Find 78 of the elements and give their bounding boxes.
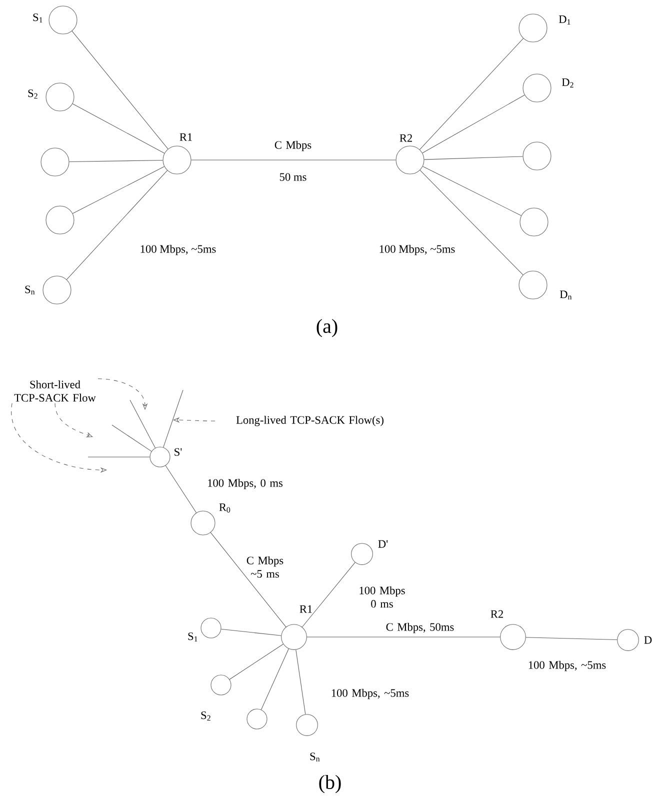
flow-label: Short-lived TCP-SACK Flow bbox=[14, 380, 96, 402]
link-line bbox=[72, 166, 165, 214]
node-circle bbox=[522, 74, 552, 102]
link-line bbox=[69, 160, 163, 162]
link-label: 100 Mbps, ~5ms bbox=[380, 244, 455, 256]
edge-label: 100 Mbps, 0 ms bbox=[208, 478, 283, 490]
node-circle bbox=[296, 714, 318, 736]
link-line bbox=[526, 637, 618, 640]
edge-label: 100 Mbps, ~5ms bbox=[528, 660, 606, 672]
edge-label: 100 Mbps 0 ms bbox=[360, 586, 405, 608]
node-circle bbox=[150, 446, 170, 468]
node-label: S' bbox=[174, 448, 182, 456]
node-label: S$_{n}$ bbox=[25, 286, 35, 294]
flow-label: Long-lived TCP-SACK Flow(s) bbox=[236, 416, 384, 426]
link-line bbox=[66, 170, 168, 280]
link-line bbox=[296, 650, 306, 714]
node-label: S$_{2}$ bbox=[28, 89, 38, 99]
node-label: D' bbox=[378, 540, 388, 548]
node-circle bbox=[46, 206, 74, 234]
link-line bbox=[72, 104, 165, 154]
flow-line bbox=[112, 424, 152, 452]
node-label: D bbox=[644, 636, 652, 644]
panel-label: (b) bbox=[319, 774, 341, 794]
node-circle bbox=[522, 142, 552, 170]
link-line bbox=[420, 170, 524, 276]
link-label: 50 ms bbox=[280, 173, 306, 181]
link-line bbox=[220, 628, 282, 636]
link-line bbox=[424, 156, 524, 160]
leader-line bbox=[98, 378, 148, 410]
link-line bbox=[165, 465, 197, 513]
edge-label: C Mbps ~5 ms bbox=[246, 556, 284, 578]
link-line bbox=[422, 166, 522, 216]
node-label: D$_{1}$ bbox=[558, 16, 570, 24]
node-circle bbox=[246, 708, 268, 730]
node-circle bbox=[162, 146, 192, 174]
node-label: S$_{1}$ bbox=[188, 632, 198, 642]
node-circle bbox=[520, 208, 548, 236]
node-circle bbox=[500, 624, 526, 650]
node-circle bbox=[190, 510, 216, 536]
link-line bbox=[260, 648, 289, 710]
node-label: R1 bbox=[180, 133, 192, 141]
edge-label: 100 Mbps, ~5ms bbox=[332, 688, 409, 700]
link-label: 100 Mbps, ~5ms bbox=[140, 244, 216, 256]
flow-line bbox=[163, 390, 184, 448]
edge-label: C Mbps bbox=[274, 140, 312, 152]
node-circle bbox=[617, 629, 639, 651]
node-circle bbox=[518, 14, 548, 42]
flow-line bbox=[88, 456, 150, 458]
link-line bbox=[302, 562, 356, 628]
node-label: R1 bbox=[300, 605, 312, 613]
node-label: D$_{n}$ bbox=[560, 290, 572, 300]
node-label: R2 bbox=[400, 134, 412, 142]
node-label: D$_{2}$ bbox=[562, 78, 574, 88]
leader-line bbox=[54, 403, 93, 438]
panel-label: (a) bbox=[316, 318, 338, 338]
node-circle bbox=[40, 148, 70, 176]
node-circle bbox=[281, 624, 307, 650]
node-circle bbox=[518, 270, 548, 300]
node-label: S$_{n}$ bbox=[310, 752, 320, 762]
link-line bbox=[422, 94, 525, 154]
node-circle bbox=[210, 674, 232, 696]
node-label: S$_{1}$ bbox=[33, 13, 42, 23]
link-line bbox=[419, 38, 524, 150]
node-circle bbox=[396, 146, 424, 174]
link-line bbox=[210, 532, 286, 628]
node-label: R2 bbox=[490, 610, 503, 618]
link-line bbox=[72, 30, 168, 150]
node-circle bbox=[351, 543, 373, 565]
node-circle bbox=[42, 276, 72, 304]
edge-label: C Mbps, 50ms bbox=[386, 622, 454, 634]
node-circle bbox=[48, 6, 78, 34]
node-label: R$_{0}$ bbox=[219, 503, 230, 513]
node-circle bbox=[200, 618, 222, 638]
link-line bbox=[306, 636, 500, 638]
node-circle bbox=[46, 82, 74, 112]
flow-line bbox=[130, 400, 156, 448]
node-label: S$_{2}$ bbox=[201, 711, 210, 721]
link-line bbox=[229, 644, 284, 680]
